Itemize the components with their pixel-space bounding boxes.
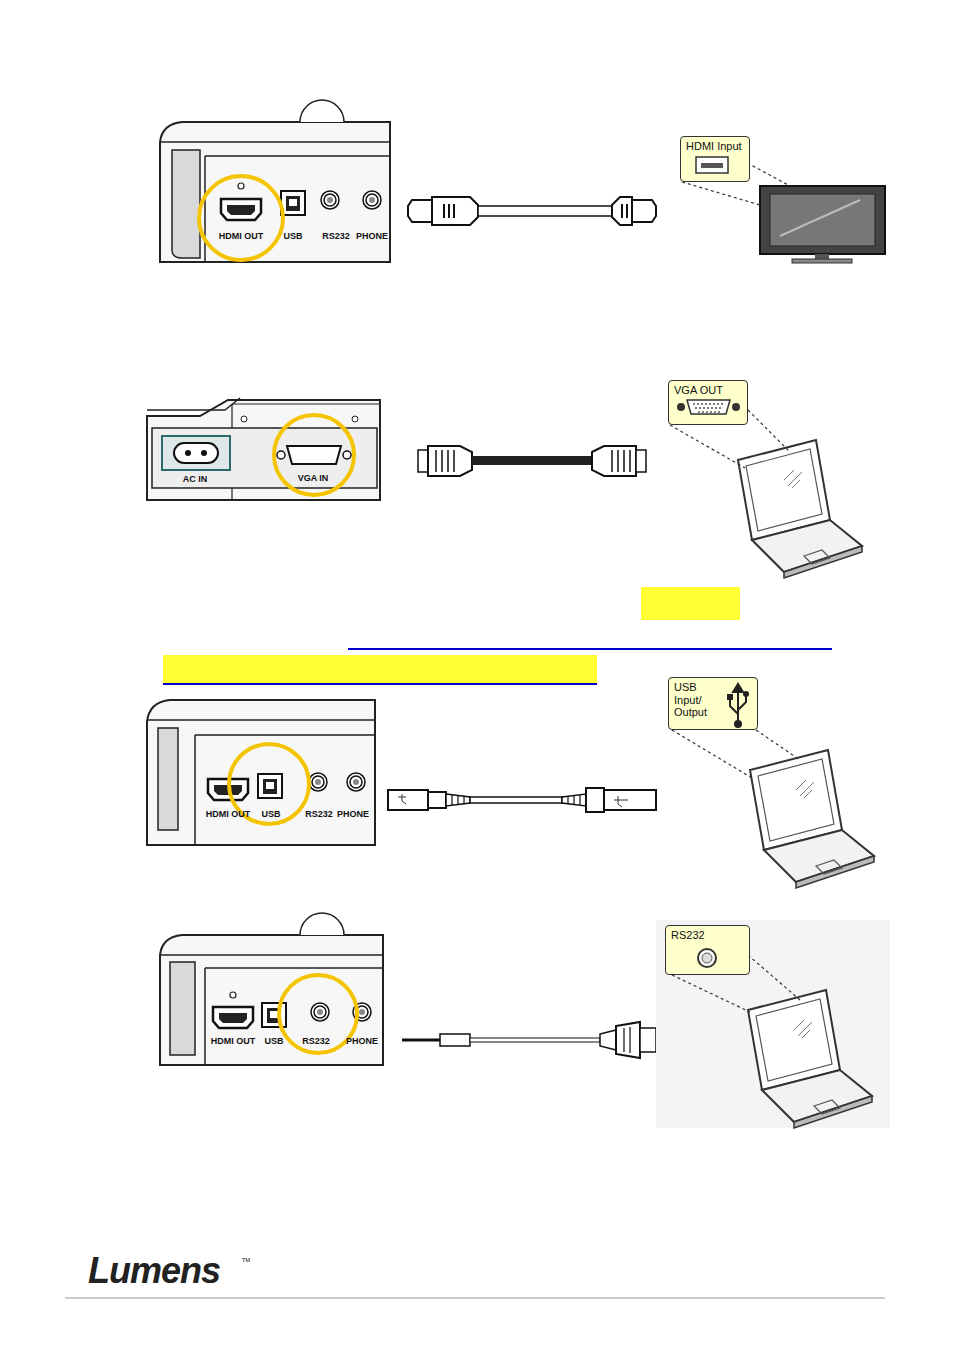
callout-box: USB Input/ Output (668, 677, 758, 730)
laptop (748, 990, 872, 1128)
callout-box: VGA OUT (668, 380, 748, 425)
underline (163, 683, 597, 685)
callout-box: HDMI Input (680, 136, 750, 182)
usb-symbol (728, 684, 748, 727)
rs232-cable (402, 1022, 656, 1058)
port-label: HDMI OUT (206, 810, 251, 819)
port-label: USB (261, 810, 280, 819)
port-label: HDMI OUT (219, 232, 264, 241)
port-label: USB (264, 1037, 283, 1046)
usb-cable (388, 788, 656, 812)
callout-label: HDMI Input (681, 137, 749, 156)
device-panel (147, 700, 375, 845)
vga-cable (418, 446, 646, 476)
underline (348, 648, 832, 650)
port-label: RS232 (302, 1037, 330, 1046)
brand-logo: Lumens (88, 1253, 220, 1289)
port-label: RS232 (305, 810, 333, 819)
vga-socket-icon (677, 400, 740, 414)
callout-box: RS232 (665, 925, 750, 975)
port-label: PHONE (337, 810, 369, 819)
port-label: AC IN (183, 475, 208, 484)
device-panel (160, 913, 383, 1065)
callout-label: USB Input/ Output (669, 678, 723, 722)
hdmi-cable (408, 197, 656, 225)
device-panel (160, 100, 390, 262)
laptop (750, 750, 874, 888)
trademark: TM (242, 1257, 251, 1263)
port-label: USB (283, 232, 302, 241)
port-label: RS232 (322, 232, 350, 241)
highlight (163, 655, 597, 683)
hdmi-socket-icon (696, 157, 728, 173)
port-label: HDMI OUT (211, 1037, 256, 1046)
leader-line (672, 730, 800, 778)
highlight (641, 587, 740, 620)
port-label: PHONE (346, 1037, 378, 1046)
callout-label: RS232 (666, 926, 749, 945)
device-panel (147, 398, 380, 500)
footer-rule (65, 1298, 885, 1299)
port-label: PHONE (356, 232, 388, 241)
background-panel (656, 920, 890, 1128)
rs232-socket-icon (698, 949, 716, 967)
callout-label: VGA OUT (669, 381, 747, 400)
laptop (738, 440, 862, 578)
port-label: VGA IN (298, 474, 329, 483)
